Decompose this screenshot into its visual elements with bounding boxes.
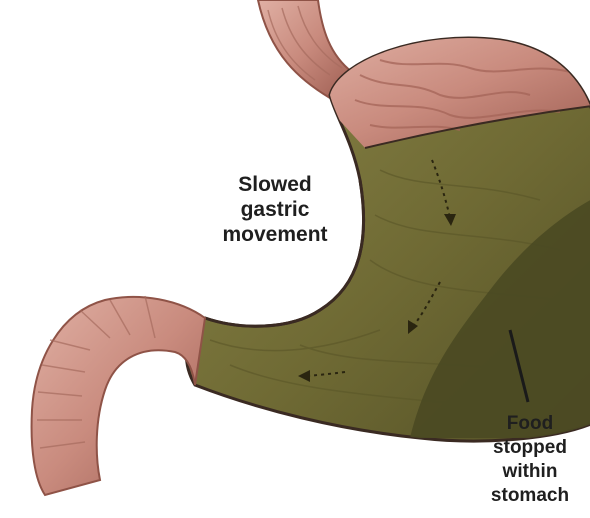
food-stopped-label: Food stopped within stomach — [470, 412, 590, 508]
gastric-movement-label: Slowed gastric movement — [190, 172, 360, 247]
food-stopped-line-1: Food — [470, 412, 590, 436]
food-stopped-line-2: stopped — [470, 436, 590, 460]
duodenum-icon — [32, 296, 205, 495]
food-stopped-line-4: stomach — [470, 484, 590, 508]
gastric-movement-line-1: Slowed — [190, 172, 360, 197]
gastric-movement-line-2: gastric — [190, 197, 360, 222]
gastric-movement-line-3: movement — [190, 222, 360, 247]
food-stopped-line-3: within — [470, 460, 590, 484]
